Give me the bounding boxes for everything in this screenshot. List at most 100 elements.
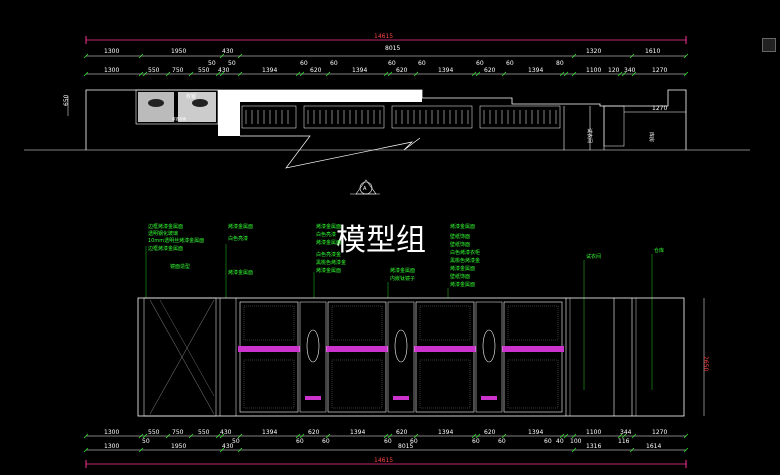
note-c4-2: 内嵌钛镜子 — [390, 275, 415, 282]
watermark-text: 模型组 — [336, 223, 426, 258]
upper-panel — [243, 305, 295, 341]
dimension-tick — [83, 71, 89, 77]
elev-small-8: 60 — [498, 438, 506, 445]
plan-dim-mid-8: 1394 — [352, 67, 367, 74]
viewcube-icon[interactable] — [762, 38, 776, 52]
dimension-tick — [471, 433, 477, 439]
plan-dim-mid-1: 1300 — [104, 67, 119, 74]
note-left-1: 边框烤漆金属面 — [148, 223, 183, 230]
dimension-tick — [383, 71, 389, 77]
dimension-tick — [138, 71, 144, 77]
elev-small-10: 40 — [556, 438, 564, 445]
dimension-tick — [571, 53, 577, 59]
plan-dim-mid-9: 620 — [396, 67, 408, 74]
dimension-tick — [83, 433, 89, 439]
note-c5-5: 黑桃色烤漆金 — [450, 257, 480, 264]
dimension-tick — [559, 71, 565, 77]
dimension-tick — [631, 433, 637, 439]
mannequin-base — [393, 396, 409, 400]
plan-small-6: 60 — [418, 60, 426, 67]
dimension-tick — [188, 433, 194, 439]
section-marker: A — [350, 179, 380, 195]
elev-dim-10: 1394 — [438, 429, 453, 436]
elev-dim2-1: 1300 — [104, 443, 119, 450]
cabinet-bay — [503, 301, 563, 413]
elev-dim2-3: 430 — [222, 443, 234, 450]
dimension-tick — [299, 71, 305, 77]
elev-dim-8: 1394 — [350, 429, 365, 436]
mannequin-niche — [387, 301, 415, 413]
elev-dim2-2: 1950 — [171, 443, 186, 450]
upper-panel — [419, 305, 471, 341]
hanging-rail — [326, 346, 388, 352]
hanging-rail — [238, 346, 300, 352]
upper-panel — [507, 305, 559, 341]
lower-panel — [419, 359, 471, 409]
note-c5-8: 烤漆金属面 — [450, 281, 475, 288]
note-c3-3: 烤漆金属面 — [316, 239, 341, 246]
plan-small-1: 50 — [208, 60, 216, 67]
plan-small-5: 60 — [388, 60, 396, 67]
plan-small-7: 60 — [476, 60, 484, 67]
dimension-tick — [617, 71, 623, 77]
dimension-tick — [138, 433, 144, 439]
elev-small-7: 60 — [472, 438, 480, 445]
elev-dim-11: 620 — [484, 429, 496, 436]
elev-small-2: 50 — [232, 438, 240, 445]
dimension-tick — [299, 433, 305, 439]
plan-left-height: 650 — [63, 94, 70, 106]
dimension-tick — [501, 433, 507, 439]
plan-dim-top-1: 1300 — [104, 48, 119, 55]
dimension-tick — [142, 433, 148, 439]
mannequin-base — [305, 396, 321, 400]
elev-dim-4: 550 — [198, 429, 210, 436]
note-left-4: 边框烤漆金属面 — [148, 245, 183, 252]
elev-dim-15: 1270 — [652, 429, 667, 436]
note-c3-5: 黑桃色烤漆金 — [316, 259, 346, 266]
plan-dim-mid-12: 1394 — [528, 67, 543, 74]
fitting-room-label: 试衣间 — [586, 128, 593, 143]
note-left-2: 透明钢化玻璃 — [148, 230, 178, 237]
cashier-label: 收银 — [186, 93, 196, 100]
elev-dim-14: 344 — [620, 429, 632, 436]
plan-dim-mid-11: 620 — [484, 67, 496, 74]
hanger-bay — [391, 105, 473, 129]
elev-small-5: 60 — [384, 438, 392, 445]
dimension-tick — [295, 71, 301, 77]
plan-small-4: 60 — [330, 60, 338, 67]
dimension-tick — [413, 71, 419, 77]
elev-dim2-4: 8015 — [398, 443, 413, 450]
elev-small-4: 60 — [322, 438, 330, 445]
note-c5-4: 白色烤漆衣柜 — [450, 249, 480, 256]
elev-dim-2: 550 — [148, 429, 160, 436]
note-c3-1: 烤漆金属面 — [316, 223, 341, 230]
note-c3-4: 白色亮漆金 — [316, 251, 341, 258]
elev-dim-12: 1394 — [528, 429, 543, 436]
plan-dim-mid-10: 1394 — [438, 67, 453, 74]
mannequin-icon — [394, 329, 408, 363]
mannequin-base — [481, 396, 497, 400]
dimension-tick — [475, 71, 481, 77]
dimension-tick — [237, 447, 243, 453]
note-left-3: 10mm透明丝烤漆金属面 — [148, 237, 204, 244]
dimension-tick — [138, 53, 144, 59]
elevation-dimensions: 1300 550 750 550 430 1394 620 1394 620 1… — [83, 429, 689, 468]
note-c5-3: 壁纸饰面 — [450, 241, 470, 248]
dimension-tick — [629, 53, 635, 59]
dimension-tick — [683, 53, 689, 59]
dimension-tick — [165, 433, 171, 439]
elev-small-9: 60 — [544, 438, 552, 445]
dimension-tick — [501, 71, 507, 77]
plan-dim-mid-15: 340 — [624, 67, 636, 74]
dimension-tick — [683, 71, 689, 77]
note-c2-2: 白色亮漆 — [228, 235, 248, 242]
elev-small-3: 60 — [296, 438, 304, 445]
dimension-tick — [617, 433, 623, 439]
note-c5-6: 烤漆金属面 — [450, 265, 475, 272]
mannequin-niche — [299, 301, 327, 413]
dimension-tick — [571, 433, 577, 439]
dimension-tick — [683, 433, 689, 439]
dimension-tick — [631, 71, 637, 77]
elevation-view: 2650 — [137, 297, 709, 417]
